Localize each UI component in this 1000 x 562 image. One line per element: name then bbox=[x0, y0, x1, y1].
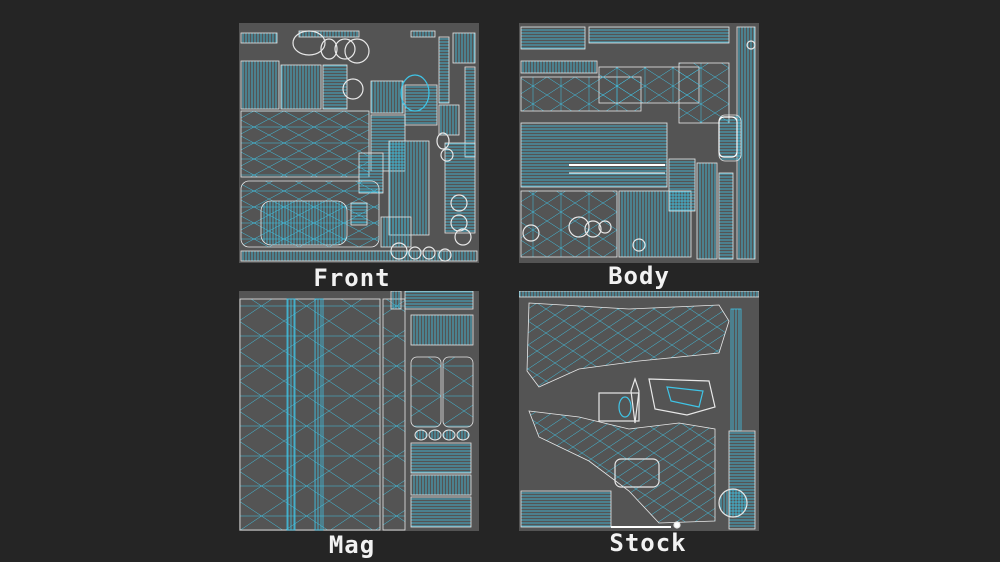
stock-uv-wireframe bbox=[519, 291, 759, 530]
front-uv-panel bbox=[239, 23, 479, 263]
mag-uv-wireframe bbox=[239, 291, 474, 531]
stock-uv-panel bbox=[519, 291, 759, 531]
body-caption: Body bbox=[608, 262, 670, 290]
mag-uv-panel bbox=[239, 291, 479, 531]
body-uv-wireframe bbox=[520, 26, 756, 260]
body-uv-panel bbox=[519, 23, 759, 263]
front-caption: Front bbox=[313, 264, 391, 292]
mag-caption: Mag bbox=[328, 531, 376, 559]
front-uv-wireframe bbox=[240, 30, 478, 262]
stock-caption: Stock bbox=[609, 529, 687, 557]
